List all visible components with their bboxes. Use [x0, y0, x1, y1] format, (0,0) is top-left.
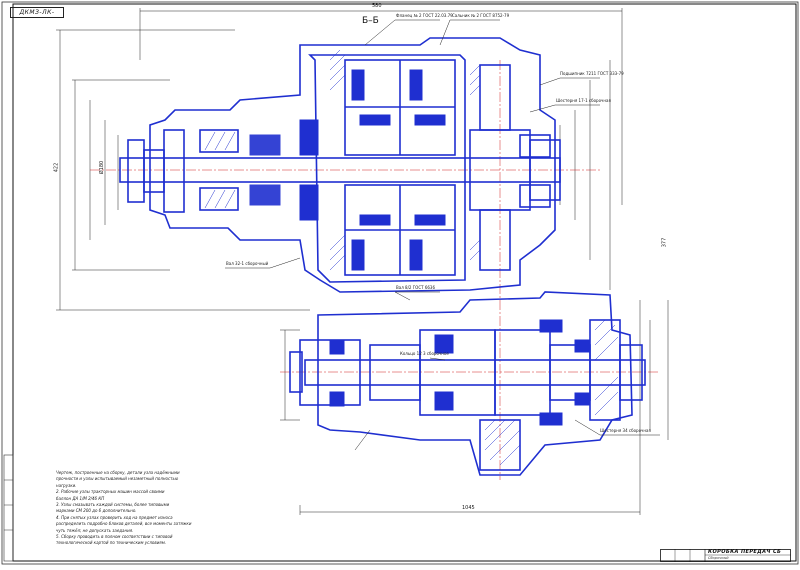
- title-block-frame: [660, 549, 791, 562]
- dimension-bottom: 1045: [462, 505, 475, 511]
- note-line: Чертеж, построенные на сборку, детали уз…: [56, 470, 180, 475]
- upper-housing: [119, 37, 561, 293]
- dimension-top: 580: [372, 3, 382, 9]
- callout-label: Шестерня 34 сборочная: [600, 428, 651, 433]
- callout-label: Фланец № 2 ГОСТ 22.03.79: [396, 13, 453, 18]
- callout-label: Сальник № 2 ГОСТ 8752-79: [452, 13, 510, 18]
- callout-label: Вал 32-1 сборочный: [226, 261, 269, 266]
- note-line: технологической картой по техническим ус…: [56, 540, 166, 546]
- drawing-title: КОРОБКА ПЕРЕДАЧ СБ: [708, 549, 782, 555]
- technical-notes: Чертеж, построенные на сборку, детали уз…: [56, 470, 306, 547]
- note-line: чуть тяжёл; не допускать заедания.: [56, 527, 134, 533]
- note-line: 3. Узлы смазывать каждой системы, более …: [56, 502, 170, 508]
- note-line: баллон ДА 1/М 2/46 КП: [56, 495, 105, 501]
- note-line: 2. Рабочие узлы тракторных машин массой …: [56, 489, 165, 495]
- upper-gears: [249, 69, 446, 271]
- callout-label: Подшипник 7211 ГОСТ 333-79: [560, 71, 624, 76]
- section-label: Б–Б: [362, 16, 379, 26]
- note-line: марками СМ 200 до 6 дополнительно.: [56, 508, 137, 514]
- leader-lines: [225, 19, 660, 451]
- upper-hatching: [204, 49, 481, 271]
- note-line: прочности и узлы испытываемый незаметный…: [56, 476, 179, 482]
- dimension-left-overall: 422: [53, 162, 60, 173]
- note-line: 5. Сборку проводить в полном соответстви…: [56, 534, 173, 540]
- callout-label: Кольцо 12 3 сборочное: [400, 351, 449, 356]
- left-side-stamp: [3, 454, 14, 562]
- lower-gears: [329, 319, 590, 426]
- title-block: КОРОБКА ПЕРЕДАЧ СБ Сборочный: [660, 549, 790, 561]
- note-line: нагрузки.: [56, 482, 77, 488]
- corner-stamp: ДКМЗ-ЛК-АЛЛ-И: [10, 7, 64, 18]
- dimension-left-flange: Ø180: [99, 160, 106, 175]
- note-line: 4. При снятых узлах проверить ход на пре…: [56, 514, 173, 520]
- dimension-right-overall: 377: [661, 237, 668, 248]
- drawing-subtitle: Сборочный: [708, 556, 729, 560]
- callout-label: Вал 8/2 ГОСТ 6636: [396, 285, 436, 290]
- callout-label: Шестерня 17-1 сборочная: [556, 98, 611, 103]
- lower-hatching: [484, 319, 619, 466]
- note-line: распределить подробно блоков деталей, вс…: [56, 521, 192, 527]
- lower-housing: [289, 291, 646, 476]
